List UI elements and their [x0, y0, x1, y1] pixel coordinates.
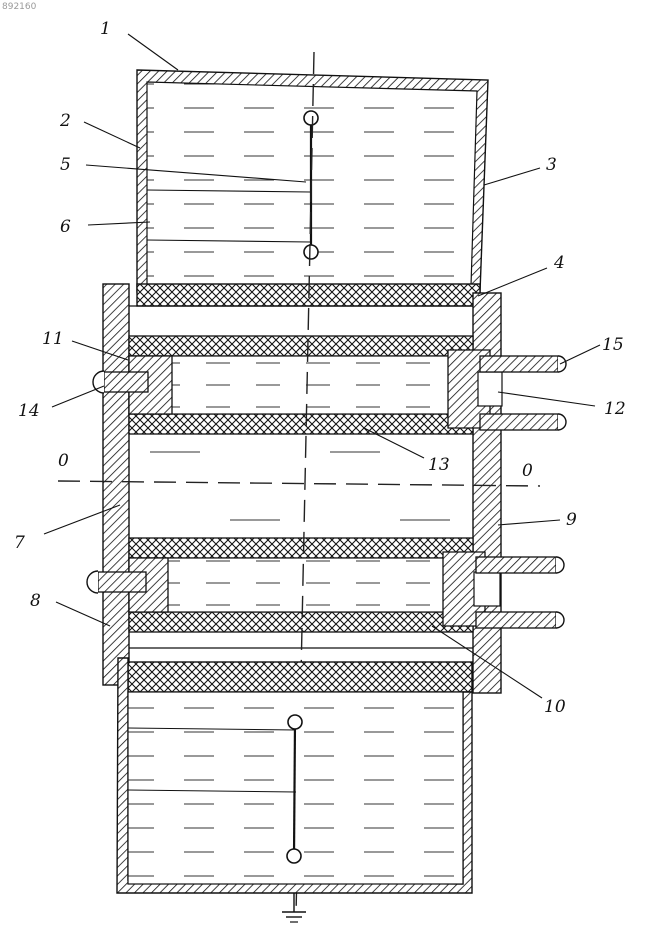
ground-icon — [282, 893, 306, 922]
upper-channel — [129, 336, 502, 434]
callout-14: 14 — [18, 401, 40, 421]
lower-channel — [129, 538, 500, 632]
watermark-text: 892160 — [2, 2, 37, 12]
axis-label-left: 0 — [58, 451, 69, 471]
callout-10: 10 — [544, 697, 566, 717]
callout-3: 3 — [546, 155, 557, 175]
callout-4: 4 — [553, 253, 565, 273]
callout-12: 12 — [604, 399, 626, 419]
callout-11: 11 — [42, 329, 64, 349]
callout-1: 1 — [100, 19, 111, 39]
axis-line — [58, 481, 540, 486]
upper-left-terminal — [93, 371, 148, 393]
callout-6: 6 — [60, 217, 71, 237]
callout-5: 5 — [60, 155, 71, 175]
callout-9: 9 — [566, 510, 577, 530]
lower-left-terminal — [87, 571, 146, 593]
callout-8: 8 — [30, 591, 41, 611]
callout-7: 7 — [14, 533, 25, 553]
callout-15: 15 — [602, 335, 624, 355]
axis-label-right: 0 — [522, 461, 533, 481]
callout-13: 13 — [428, 455, 450, 475]
callout-2: 2 — [59, 111, 71, 131]
lower-membrane — [128, 662, 472, 692]
central-cavity — [150, 452, 450, 520]
